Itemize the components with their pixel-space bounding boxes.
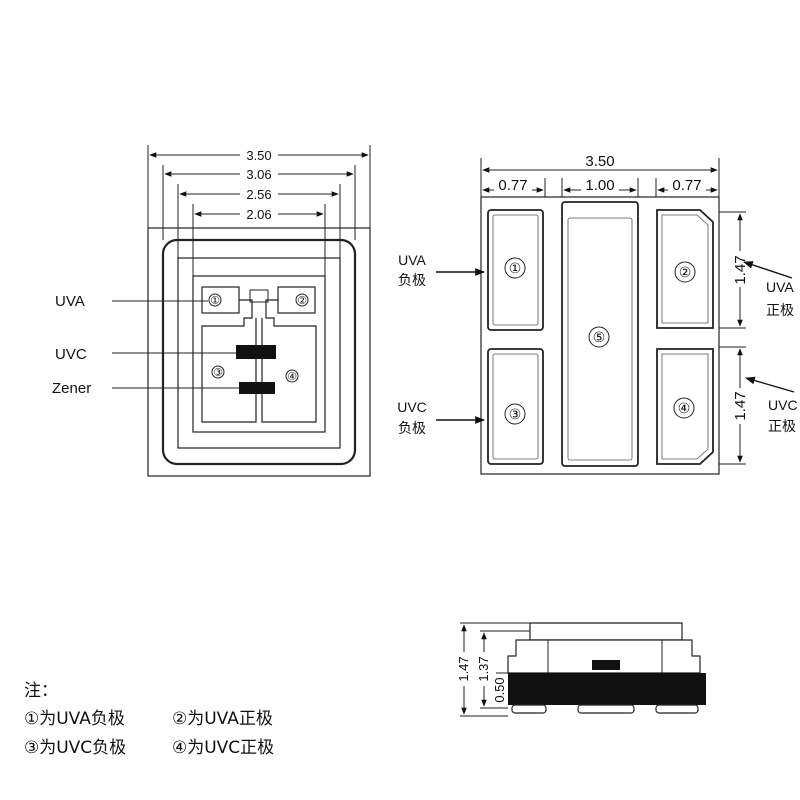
top-cup-outer [161,238,357,466]
note-pad-4: ④为UVC正极 [172,738,275,758]
label-uvc: UVC [55,346,87,363]
top-pad-3-number: ③ [213,367,223,379]
side-view: 1.47 1.37 0.50 [452,622,706,717]
arrow-uvc-pos [745,376,795,393]
bottom-pad-3 [487,348,544,465]
side-pad-right [655,704,699,714]
bottom-pad-1 [487,209,544,331]
side-chip [592,660,620,670]
callout-uva-pos-line2: 正极 [766,302,794,318]
top-package-outline [147,227,371,477]
bottom-pad-5 [561,201,639,467]
note-pad-2: ②为UVA正极 [172,709,273,729]
bottom-dim-lower-label: 1.47 [732,391,749,420]
top-pad-3-mark [211,365,225,379]
side-dim-body-label: 1.37 [476,656,491,681]
notes-title: 注： [24,681,58,701]
dim-label-outer: 3.50 [246,148,271,163]
top-pad-1-number: ① [210,295,220,307]
bottom-pad-1-mark [504,257,526,279]
bottom-pad-2 [656,209,714,329]
bottom-pad-1-number: ① [509,260,522,276]
bottom-pad-4-number: ④ [678,400,691,416]
bottom-pad-3-mark [504,403,526,425]
zener-chip [239,382,275,394]
top-window [192,275,326,433]
top-lead-right [261,299,317,423]
bottom-pad-2-mark [674,261,696,283]
top-lead-left [201,299,257,423]
bottom-pad-5-mark [588,326,610,348]
side-substrate [508,673,706,705]
bottom-dim-total-label: 3.50 [585,153,614,170]
uvc-chip [236,345,276,359]
note-pad-3: ③为UVC负极 [24,738,127,758]
top-view: 3.50 3.06 2.56 2.06 ① ② ③ ④ [52,145,371,477]
note-pad-1: ①为UVA负极 [24,709,125,729]
bottom-dim-upper-label: 1.47 [732,255,749,284]
bottom-dim-middle-label: 1.00 [585,177,614,194]
top-pad-2-mark [295,293,309,307]
label-zener: Zener [52,380,91,397]
bottom-view: 3.50 0.77 1.00 0.77 1.47 1.47 [397,152,798,475]
top-pad-4-number: ④ [287,371,297,383]
bottom-dim-right-label: 0.77 [672,177,701,194]
callout-uvc-pos-line2: 正极 [768,418,796,434]
bottom-dim-left-label: 0.77 [498,177,527,194]
callout-uvc-pos-line1: UVC [768,397,798,413]
dim-label-third: 2.56 [246,187,271,202]
side-lens [529,622,683,641]
top-pad-4-mark [285,369,299,383]
label-uva: UVA [55,293,85,310]
callout-uva-pos-line1: UVA [766,279,794,295]
bottom-pad-4 [656,348,714,465]
bottom-pad-2-number: ② [679,264,692,280]
side-dim-base-label: 0.50 [492,677,507,702]
bottom-pad-5-number: ⑤ [593,329,606,345]
arrow-uva-pos [743,261,793,279]
top-pad-center [249,289,269,303]
callout-uvc-neg-line1: UVC [397,399,427,415]
dim-label-inner: 2.06 [246,207,271,222]
side-pad-middle [577,704,635,714]
side-dim-total-label: 1.47 [456,656,471,681]
bottom-package-outline [480,196,720,475]
callout-uva-neg-line2: 负极 [398,272,426,288]
side-pad-left [511,704,547,714]
callout-uvc-neg-line2: 负极 [398,420,426,436]
top-pad-1-mark [208,293,222,307]
bottom-pad-3-number: ③ [509,406,522,422]
callout-uva-neg-line1: UVA [398,252,426,268]
dim-label-second: 3.06 [246,167,271,182]
top-pad-2-number: ② [297,295,307,307]
bottom-pad-4-mark [673,397,695,419]
